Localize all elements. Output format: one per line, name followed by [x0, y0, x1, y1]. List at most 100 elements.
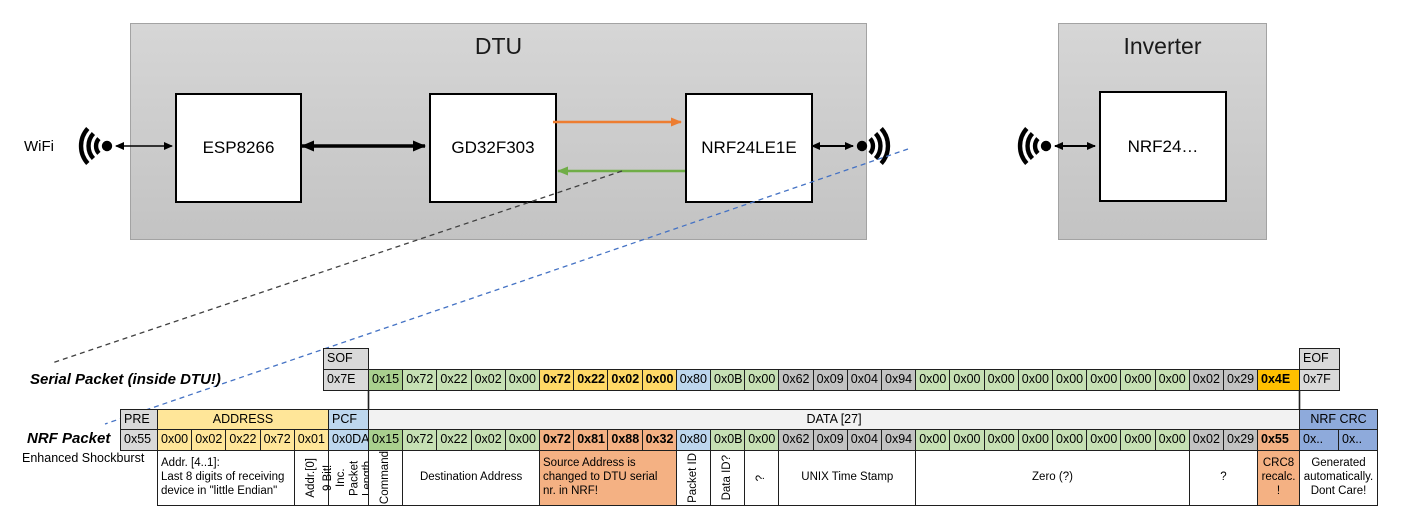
component-label-nrf24-inverter: NRF24…: [1127, 136, 1199, 156]
serial-byte-cell: 0x00: [1086, 369, 1122, 391]
nrf-crc-value-cell: 0x..: [1299, 429, 1339, 451]
nrf-byte-cell: 0x72: [402, 429, 438, 451]
serial-byte-cell: 0x22: [436, 369, 472, 391]
dtu-title: DTU: [474, 33, 523, 59]
annotation-cell: Generated automatically. Dont Care!: [1299, 450, 1378, 506]
serial-sof-header: SOF: [323, 348, 369, 370]
serial-byte-cell: 0x02: [1188, 369, 1224, 391]
nrf-pcf-header: PCF: [328, 409, 369, 431]
nrf-address-byte-cell: 0x00: [157, 429, 193, 451]
serial-byte-cell: 0x4E: [1257, 369, 1300, 391]
serial-sof-value: 0x7E: [323, 369, 369, 391]
nrf-byte-cell: 0x94: [881, 429, 917, 451]
nrf-crc-value-cell: 0x..: [1338, 429, 1378, 451]
nrf-address-byte-cell: 0x02: [191, 429, 227, 451]
nrf-byte-cell: 0x81: [573, 429, 609, 451]
nrf-address-byte-cell: 0x72: [259, 429, 295, 451]
component-box-gd32f303: GD32F303: [429, 93, 557, 203]
nrf-byte-cell: 0x09: [812, 429, 848, 451]
nrf-byte-cell: 0x00: [915, 429, 951, 451]
nrf-byte-cell: 0x00: [1017, 429, 1053, 451]
serial-byte-cell: 0x00: [744, 369, 780, 391]
nrf-byte-cell: 0x00: [949, 429, 985, 451]
nrf-address-byte-cell: 0x01: [293, 429, 329, 451]
nrf-pre-value: 0x55: [120, 429, 158, 451]
wifi-icon-inverter-radio: [1020, 129, 1051, 164]
serial-byte-cell: 0x15: [368, 369, 404, 391]
serial-byte-cell: 0x80: [675, 369, 711, 391]
nrf-byte-cell: 0x15: [368, 429, 404, 451]
nrf-pcf-value: 0x0DA: [328, 429, 370, 451]
serial-byte-cell: 0x0B: [710, 369, 746, 391]
serial-byte-cell: 0x72: [402, 369, 438, 391]
nrf-byte-cell: 0x00: [1086, 429, 1122, 451]
serial-byte-cell: 0x02: [470, 369, 506, 391]
nrf-packet-label: NRF Packet: [27, 430, 111, 447]
serial-byte-cell: 0x22: [573, 369, 609, 391]
component-box-nrf24-inverter: NRF24…: [1099, 91, 1227, 202]
nrf-byte-cell: 0x62: [778, 429, 814, 451]
nrf-byte-cell: 0x00: [1052, 429, 1088, 451]
nrf-byte-cell: 0x02: [470, 429, 506, 451]
nrf-byte-cell: 0x00: [504, 429, 540, 451]
serial-byte-cell: 0x00: [915, 369, 951, 391]
nrf-address-byte-cell: 0x22: [225, 429, 261, 451]
annotation-cell: Data ID?: [710, 450, 746, 506]
nrf-crc-header: NRF CRC: [1299, 409, 1378, 431]
wifi-icon-dtu-radio: [857, 129, 888, 164]
serial-eof-header: EOF: [1299, 348, 1340, 370]
nrf-data-header: DATA [27]: [368, 409, 1300, 431]
component-label-esp8266: ESP8266: [202, 138, 275, 157]
annotation-cell: CRC8 recalc. !: [1257, 450, 1300, 506]
nrf-byte-cell: 0x04: [846, 429, 882, 451]
nrf-byte-cell: 0x72: [539, 429, 575, 451]
serial-byte-cell: 0x04: [846, 369, 882, 391]
wifi-icon-left: [81, 129, 112, 164]
serial-packet-pointer-dashed: [51, 170, 623, 364]
nrf-byte-cell: 0x29: [1223, 429, 1259, 451]
component-label-gd32f303: GD32F303: [451, 138, 535, 157]
serial-byte-cell: 0x00: [1017, 369, 1053, 391]
annotation-cell: Source Address is changed to DTU serial …: [539, 450, 677, 506]
nrf-byte-cell: 0x55: [1257, 429, 1300, 451]
serial-byte-cell: 0x00: [1120, 369, 1156, 391]
serial-byte-cell: 0x00: [949, 369, 985, 391]
enhanced-shockburst-label: Enhanced Shockburst: [22, 451, 145, 465]
nrf-byte-cell: 0x00: [1120, 429, 1156, 451]
annotation-cell: Addr. [4..1]: Last 8 digits of receiving…: [157, 450, 295, 506]
inverter-title: Inverter: [1123, 33, 1202, 59]
nrf-pre-header: PRE: [120, 409, 158, 431]
serial-byte-cell: 0x02: [607, 369, 643, 391]
annotation-cell: Command: [368, 450, 404, 506]
component-label-nrf24le1e: NRF24LE1E: [701, 138, 797, 157]
serial-byte-cell: 0x00: [983, 369, 1019, 391]
nrf-byte-cell: 0x80: [675, 429, 711, 451]
annotation-cell: Destination Address: [402, 450, 540, 506]
serial-byte-cell: 0x62: [778, 369, 814, 391]
annotation-cell: ?: [1188, 450, 1259, 506]
serial-byte-cell: 0x09: [812, 369, 848, 391]
nrf-byte-cell: 0x02: [1188, 429, 1224, 451]
serial-byte-cell: 0x00: [504, 369, 540, 391]
serial-byte-cell: 0x00: [1052, 369, 1088, 391]
annotation-cell: Packet ID: [675, 450, 711, 506]
serial-byte-cell: 0x00: [1154, 369, 1190, 391]
nrf-byte-cell: 0x32: [641, 429, 677, 451]
nrf-byte-cell: 0x00: [983, 429, 1019, 451]
serial-byte-cell: 0x72: [539, 369, 575, 391]
serial-byte-cell: 0x29: [1223, 369, 1259, 391]
annotation-cell: UNIX Time Stamp: [778, 450, 917, 506]
serial-byte-cell: 0x00: [641, 369, 677, 391]
nrf-packet-pointer-dashed: [104, 148, 909, 425]
nrf-byte-cell: 0x88: [607, 429, 643, 451]
nrf-byte-cell: 0x00: [1154, 429, 1190, 451]
serial-byte-cell: 0x94: [881, 369, 917, 391]
wifi-label: WiFi: [24, 138, 54, 155]
component-box-esp8266: ESP8266: [175, 93, 302, 203]
nrf-byte-cell: 0x0B: [710, 429, 746, 451]
nrf-byte-cell: 0x00: [744, 429, 780, 451]
annotation-cell: 9 Bit! Inc. Packet Length: [322, 450, 374, 506]
annotation-cell: ?: [744, 450, 780, 506]
